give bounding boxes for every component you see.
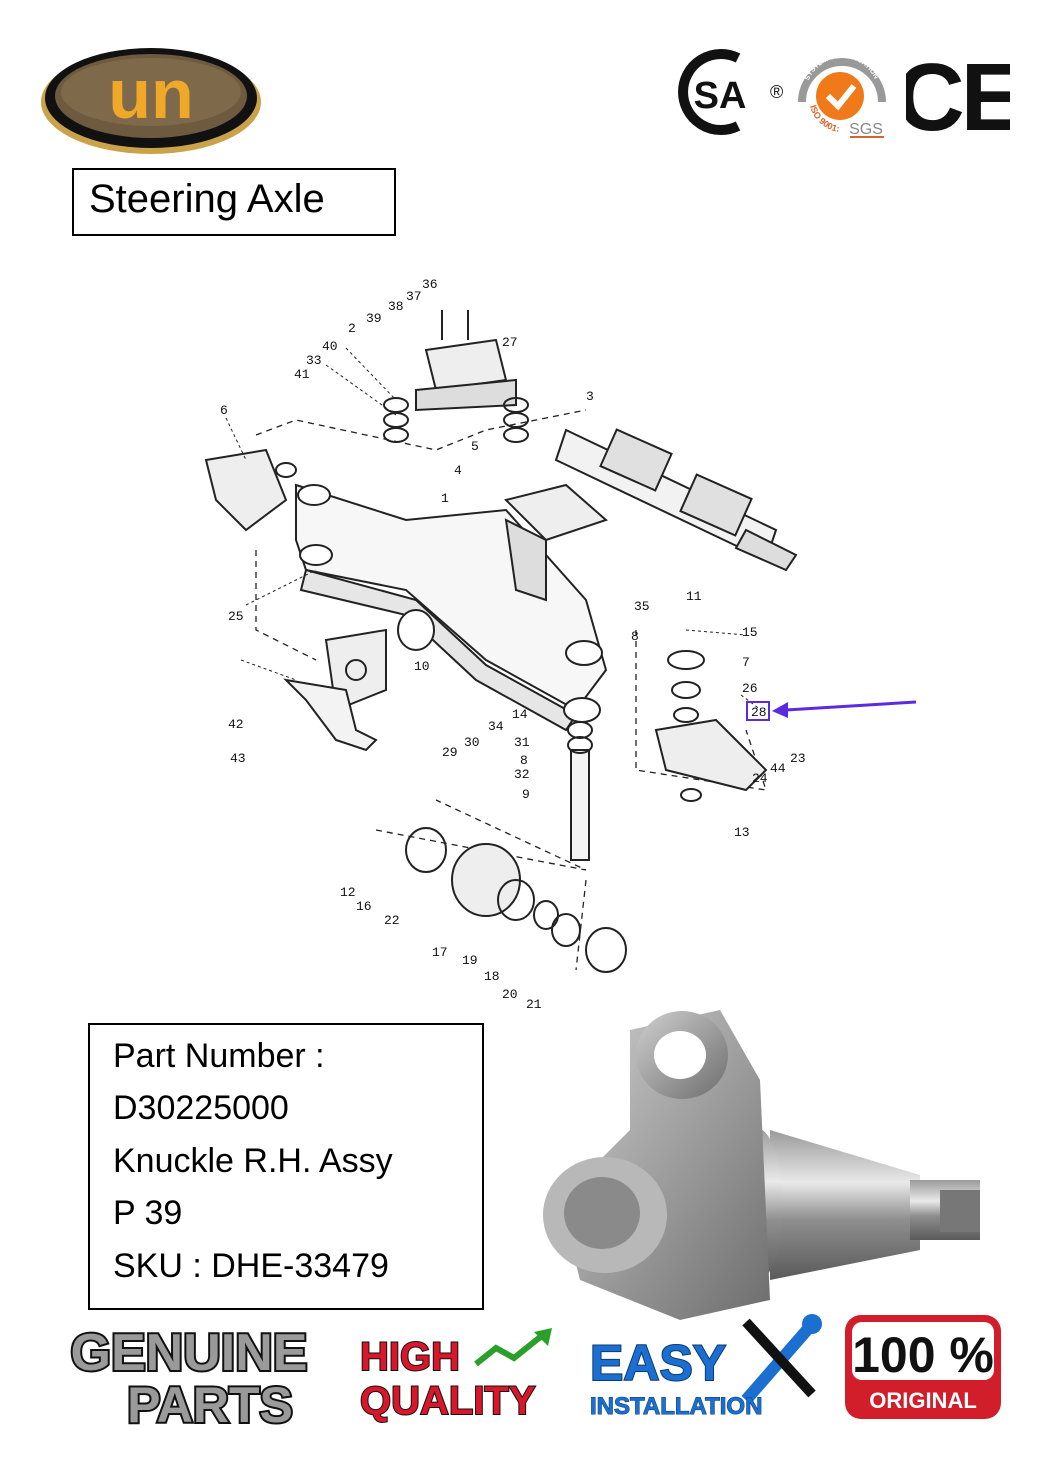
trend-up-icon <box>474 1331 546 1367</box>
sgs-text: SGS <box>849 121 883 138</box>
callout-39: 39 <box>366 311 382 326</box>
callout-4: 4 <box>454 463 462 478</box>
registered-mark: ® <box>770 82 783 102</box>
part-number: D30225000 <box>113 1089 289 1127</box>
callout-44: 44 <box>770 761 786 776</box>
callout-14: 14 <box>512 707 528 722</box>
callout-10: 10 <box>414 659 430 674</box>
callout-15: 15 <box>742 625 758 640</box>
exploded-parts-diagram: 36 37 38 39 2 40 33 41 27 3 6 5 4 1 35 1… <box>186 270 926 1015</box>
callout-24: 24 <box>752 771 768 786</box>
callout-41: 41 <box>294 367 310 382</box>
callout-17: 17 <box>432 945 448 960</box>
brand-logo: un <box>38 40 264 158</box>
callout-28: 28 <box>751 705 767 720</box>
callout-35: 35 <box>634 599 650 614</box>
original-text: ORIGINAL <box>869 1388 977 1413</box>
highlight-box <box>746 701 770 721</box>
part-name: Knuckle R.H. Assy <box>113 1142 393 1180</box>
pointer-arrow-line <box>785 700 917 712</box>
callout-2: 2 <box>348 321 356 336</box>
wrench-screwdriver-icon <box>741 1314 822 1404</box>
easy-installation-badge: EASY INSTALLATION <box>586 1310 826 1424</box>
callout-9: 9 <box>522 787 530 802</box>
high-quality-badge: HIGH QUALITY <box>356 1326 572 1426</box>
csa-certification-logo: SA ® <box>676 44 786 140</box>
callout-38: 38 <box>388 299 404 314</box>
callout-31: 31 <box>514 735 530 750</box>
genuine-parts-badge: GENUINE PARTS <box>30 1320 348 1435</box>
callout-32: 32 <box>514 767 530 782</box>
callout-7: 7 <box>742 655 750 670</box>
callout-19: 19 <box>462 953 478 968</box>
callout-22: 22 <box>384 913 400 928</box>
callout-20: 20 <box>502 987 518 1002</box>
callout-36: 36 <box>422 277 438 292</box>
knuckle-part-image <box>540 1000 990 1320</box>
pointer-arrow-head <box>772 702 788 718</box>
callout-30: 30 <box>464 735 480 750</box>
callout-43: 43 <box>230 751 246 766</box>
parts-text: PARTS <box>127 1377 293 1430</box>
callout-27: 27 <box>502 335 518 350</box>
genuine-text: GENUINE <box>71 1324 308 1382</box>
installation-text: INSTALLATION <box>590 1393 762 1420</box>
part-info-box: Part Number : D30225000 Knuckle R.H. Ass… <box>88 1023 484 1310</box>
hundred-percent-text: 100 % <box>852 1327 994 1383</box>
callout-21: 21 <box>526 997 542 1012</box>
callout-3: 3 <box>586 389 594 404</box>
callout-16: 16 <box>356 899 372 914</box>
callout-25: 25 <box>228 609 244 624</box>
callout-29: 29 <box>442 745 458 760</box>
callout-11: 11 <box>686 589 702 604</box>
catalog-page: P 39 <box>113 1194 183 1232</box>
callout-33: 33 <box>306 353 322 368</box>
callout-26: 26 <box>742 681 758 696</box>
easy-text: EASY <box>590 1335 726 1391</box>
callout-8: 8 <box>631 629 639 644</box>
sku: SKU : DHE-33479 <box>113 1247 389 1285</box>
callout-37: 37 <box>406 289 422 304</box>
csa-text: SA <box>694 75 747 117</box>
callout-42: 42 <box>228 717 244 732</box>
callout-5: 5 <box>471 439 479 454</box>
quality-text: QUALITY <box>360 1379 536 1423</box>
ce-text: CE <box>906 44 1010 140</box>
title-box: Steering Axle <box>72 168 396 236</box>
part-number-label: Part Number : <box>113 1037 325 1075</box>
callout-1: 1 <box>441 491 449 506</box>
ce-mark-logo: CE <box>895 44 1025 151</box>
callout-18: 18 <box>484 969 500 984</box>
callout-34: 34 <box>488 719 504 734</box>
logo-text: un <box>108 55 194 133</box>
original-badge: 100 % ORIGINAL <box>842 1312 1004 1422</box>
callout-12: 12 <box>340 885 356 900</box>
callout-13: 13 <box>734 825 750 840</box>
sgs-iso-certification-logo: SYSTEM CERTIFICATION ISO 9001:2008 SGS <box>789 36 892 140</box>
callout-40: 40 <box>322 339 338 354</box>
page-title: Steering Axle <box>89 177 325 221</box>
callout-8b: 8 <box>520 753 528 768</box>
callout-6: 6 <box>220 403 228 418</box>
callout-23: 23 <box>790 751 806 766</box>
high-text: HIGH <box>360 1335 460 1379</box>
